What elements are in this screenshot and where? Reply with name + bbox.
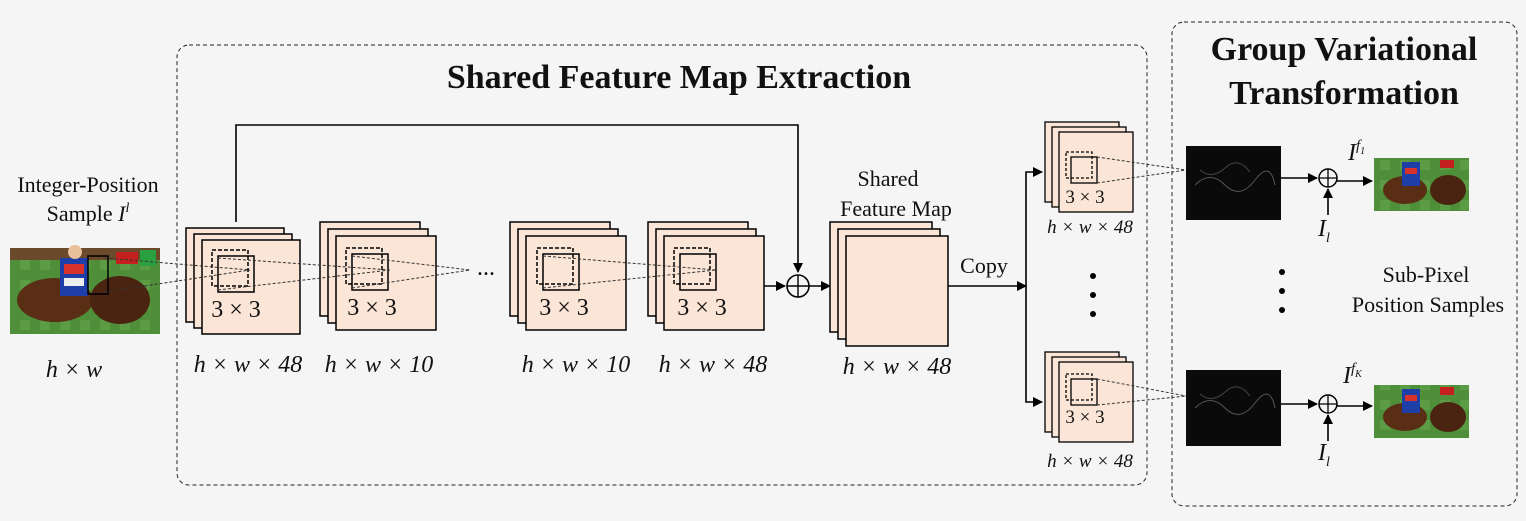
- copy-label: Copy: [960, 253, 1008, 278]
- dims-copy-top: h × w × 48: [1047, 217, 1133, 238]
- group-transformation-title-line2: Transformation: [1229, 75, 1459, 112]
- shared-map-label-line1: Shared: [857, 166, 918, 191]
- subpixel-label-line1: Sub-Pixel: [1383, 262, 1470, 287]
- input-label-line1: Integer-Position: [17, 172, 158, 197]
- sum-node-bottom: [1318, 394, 1338, 414]
- receptive-field-lines: [104, 255, 717, 293]
- vertical-ellipsis-copies: [1090, 273, 1096, 317]
- copy-stack-bottom: 3 × 3: [1044, 351, 1134, 443]
- subpixel-label-line2: Position Samples: [1352, 292, 1504, 317]
- dims-layer-1: h × w × 48: [194, 352, 302, 378]
- shared-feature-map: [829, 221, 949, 347]
- kernel-label-copy-bottom: 3 × 3: [1065, 407, 1104, 428]
- residual-image-top: [1186, 146, 1281, 220]
- kernel-label-1: 3 × 3: [211, 297, 261, 323]
- dims-copy-bottom: h × w × 48: [1047, 451, 1133, 472]
- il-label-top: Il: [1317, 216, 1330, 246]
- output-image-bottom: [1374, 385, 1469, 438]
- layer-stack-3: 3 × 3: [509, 221, 627, 331]
- dims-shared: h × w × 48: [843, 354, 951, 380]
- layer-stack-2: 3 × 3: [319, 221, 437, 331]
- shared-extraction-region: [176, 44, 1148, 486]
- kernel-label-copy-top: 3 × 3: [1065, 187, 1104, 208]
- copy-branch-bottom: [1025, 286, 1043, 407]
- skip-connection: [235, 124, 803, 273]
- copy-branch-top: [1025, 167, 1043, 286]
- output-label-top: If1: [1347, 138, 1365, 166]
- group-transformation-title-line1: Group Variational: [1211, 31, 1478, 68]
- dims-layer-2: h × w × 10: [325, 352, 433, 378]
- copy-stack-top: 3 × 3: [1044, 121, 1134, 213]
- group-transformation-region: [1171, 21, 1518, 507]
- shared-extraction-title: Shared Feature Map Extraction: [447, 59, 911, 96]
- output-image-top: [1374, 158, 1469, 211]
- kernel-label-3: 3 × 3: [539, 295, 589, 321]
- layer-stack-4: 3 × 3: [647, 221, 765, 331]
- input-dims: h × w: [46, 357, 102, 383]
- shared-map-label-line2: Feature Map: [840, 196, 952, 221]
- input-image: [10, 245, 160, 334]
- il-label-bottom: Il: [1317, 440, 1330, 470]
- kernel-label-4: 3 × 3: [677, 295, 727, 321]
- layer-stack-1: 3 × 3: [185, 227, 301, 335]
- sum-node-top: [1318, 168, 1338, 188]
- input-label-line2: Sample Il: [47, 201, 130, 226]
- vertical-ellipsis-outputs: [1279, 269, 1285, 313]
- receptive-lines-right: [1096, 156, 1187, 406]
- dims-layer-4: h × w × 48: [659, 352, 767, 378]
- kernel-label-2: 3 × 3: [347, 295, 397, 321]
- ellipsis-layers: ...: [477, 255, 495, 281]
- sum-node: [786, 274, 810, 298]
- dims-layer-3: h × w × 10: [522, 352, 630, 378]
- residual-image-bottom: [1186, 370, 1281, 446]
- output-label-bottom: IfK: [1342, 361, 1363, 389]
